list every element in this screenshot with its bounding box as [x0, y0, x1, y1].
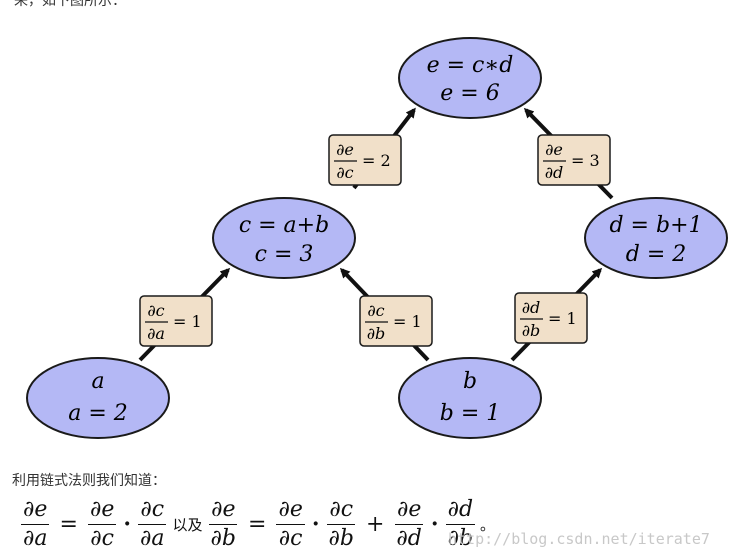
frac-de-dc: ∂e ∂c [276, 496, 305, 551]
edge-label-b-to-d: ∂d ∂b = 1 [514, 292, 588, 344]
node-b-value: b = 1 [440, 401, 501, 426]
edge-a-to-c-numerator: ∂c [147, 301, 164, 320]
dot-operator: · [430, 511, 439, 537]
frac-de-da: ∂e ∂a [21, 496, 50, 551]
plus-sign: + [365, 511, 385, 537]
conjunction-text: 以及 [172, 515, 203, 534]
edge-d-to-e-denominator: ∂d [545, 163, 564, 182]
edge-a-to-c-denominator: ∂a [147, 324, 165, 343]
edge-label-b-to-c: ∂c ∂b = 1 [359, 295, 433, 347]
node-e: e = c∗d e = 6 [398, 37, 542, 119]
edge-a-to-c-value: = 1 [173, 312, 202, 331]
frac-de-dc: ∂e ∂c [87, 496, 117, 551]
edge-d-to-e-numerator: ∂e [545, 140, 563, 159]
node-d-value: d = 2 [626, 242, 687, 267]
node-c-expression: c = a+b [239, 213, 329, 238]
edge-d-to-e-value: = 3 [571, 151, 600, 170]
top-caption: 来，如下图所示： [14, 0, 126, 9]
computational-graph: e = c∗d e = 6 c = a+b c = 3 d = b+1 d = … [26, 37, 728, 439]
frac-dd-db: ∂d ∂b [445, 496, 476, 551]
equals-sign: = [59, 511, 78, 537]
node-b: b b = 1 [398, 357, 542, 439]
node-d-expression: d = b+1 [609, 213, 702, 238]
edge-label-d-to-e: ∂e ∂d = 3 [537, 134, 611, 186]
edge-b-to-d-numerator: ∂d [522, 298, 541, 317]
edge-b-to-d-denominator: ∂b [522, 321, 541, 340]
chain-rule-caption: 利用链式法则我们知道： [12, 473, 166, 489]
node-d: d = b+1 d = 2 [584, 197, 728, 279]
edge-b-to-c-numerator: ∂c [367, 301, 384, 320]
node-a-name: a [91, 369, 104, 394]
node-e-expression: e = c∗d [427, 53, 514, 78]
chain-rule-formula: ∂e ∂a = ∂e ∂c · ∂c ∂a 以及 ∂e ∂b = ∂e ∂c ·… [18, 494, 495, 554]
edge-label-c-to-e: ∂e ∂c = 2 [328, 134, 402, 186]
edge-c-to-e-numerator: ∂e [336, 140, 354, 159]
dot-operator: · [123, 511, 132, 537]
edge-label-a-to-c: ∂c ∂a = 1 [139, 295, 213, 347]
period-mark: 。 [480, 515, 496, 534]
frac-de-db: ∂e ∂b [209, 496, 238, 551]
edge-c-to-e-value: = 2 [362, 151, 391, 170]
edge-b-to-c-denominator: ∂b [367, 324, 386, 343]
edge-b-to-d-value: = 1 [548, 309, 577, 328]
watermark-url: http://blog.csdn.net/iterate7 [448, 530, 710, 548]
frac-dc-da: ∂c ∂a [138, 496, 167, 551]
edge-c-to-e-denominator: ∂c [336, 163, 353, 182]
node-c-value: c = 3 [255, 242, 314, 267]
node-b-name: b [463, 369, 477, 394]
dot-operator: · [311, 511, 320, 537]
equals-sign: = [248, 511, 267, 537]
frac-de-dd: ∂e ∂d [394, 496, 424, 551]
edge-b-to-c-value: = 1 [393, 312, 422, 331]
node-e-value: e = 6 [440, 81, 499, 106]
node-a: a a = 2 [26, 357, 170, 439]
frac-dc-db: ∂c ∂b [327, 496, 356, 551]
node-a-value: a = 2 [68, 401, 128, 426]
node-c: c = a+b c = 3 [212, 197, 356, 279]
